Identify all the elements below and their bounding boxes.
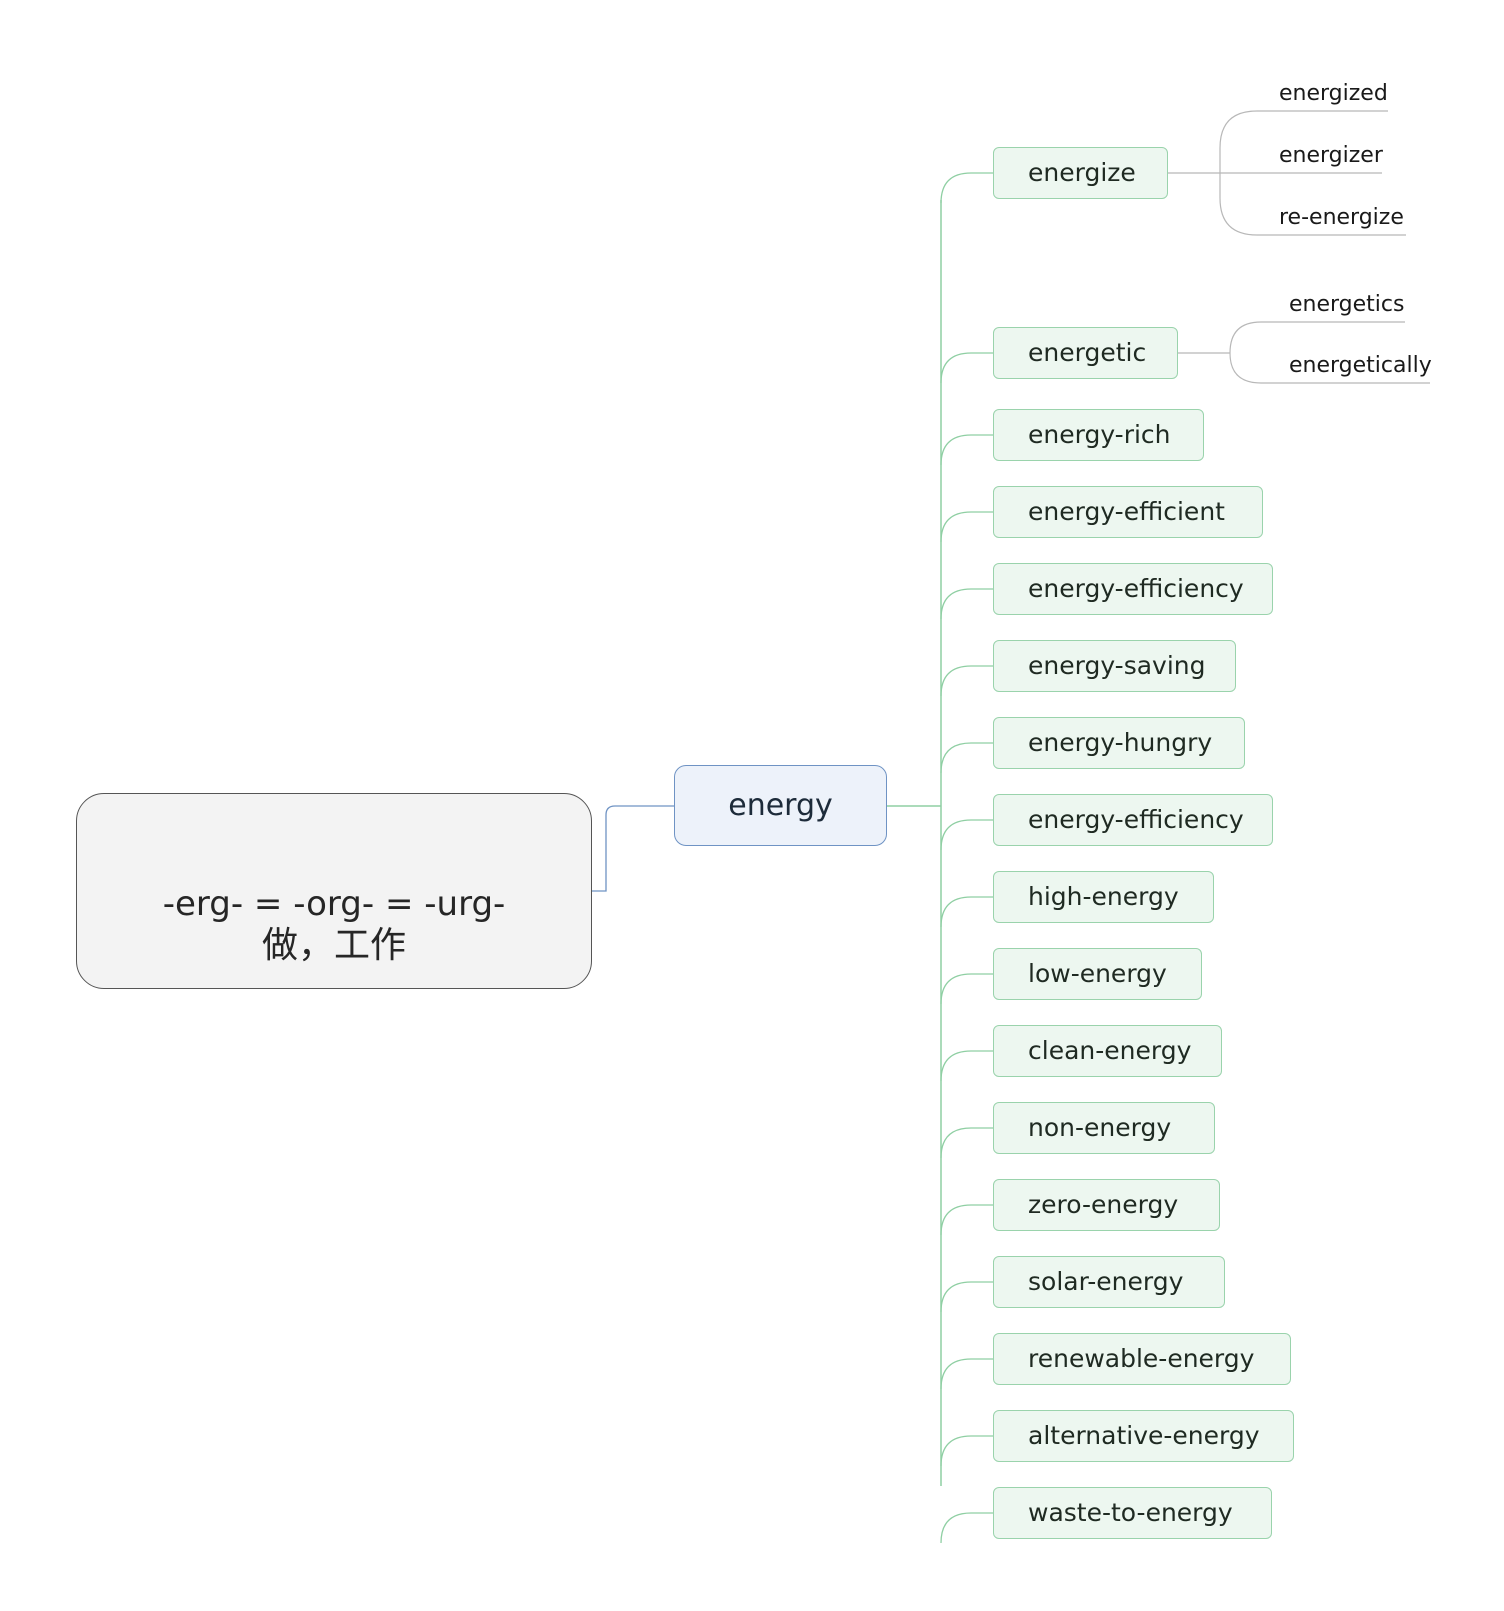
energetic-leaf-lines [1178,321,1430,384]
branch-connector-line [940,434,993,466]
branch-connector-line [940,1281,993,1313]
branch-connector-line [940,1358,993,1390]
leaf-node-energized[interactable]: energized [1279,81,1388,106]
branch-node-renewable-energy[interactable]: renewable-energy [993,1333,1291,1385]
branch-node-solar-energy[interactable]: solar-energy [993,1256,1225,1308]
branch-connector-line [940,172,993,204]
branch-node-alternative-energy[interactable]: alternative-energy [993,1410,1294,1462]
root-topic-meaning: 做，工作 [261,925,406,966]
energize-leaf-lines [1168,110,1406,236]
branch-connector-line [940,896,993,928]
branch-connector-line [940,665,993,697]
branch-connector-line [940,1204,993,1236]
central-topic-energy[interactable]: energy [674,765,887,846]
branch-connector-line [940,1512,993,1544]
branch-node-low-energy[interactable]: low-energy [993,948,1202,1000]
branch-connector-line [940,352,993,384]
branch-node-energize[interactable]: energize [993,147,1168,199]
branch-connector-line [940,819,993,851]
branch-connector-line [940,742,993,774]
branch-node-energy-efficiency-2[interactable]: energy-efficiency [993,794,1273,846]
branch-connector-line [940,1127,993,1159]
root-topic[interactable]: -erg- = -org- = -urg- 做，工作 [76,793,592,989]
branch-node-energy-efficient[interactable]: energy-efficient [993,486,1263,538]
leaf-node-energizer[interactable]: energizer [1279,143,1383,168]
branch-curves [940,172,993,1544]
branch-node-energetic[interactable]: energetic [993,327,1178,379]
branch-node-energy-rich[interactable]: energy-rich [993,409,1204,461]
branch-node-non-energy[interactable]: non-energy [993,1102,1215,1154]
branch-node-waste-to-energy[interactable]: waste-to-energy [993,1487,1272,1539]
branch-connector-line [940,1050,993,1082]
branch-node-energy-hungry[interactable]: energy-hungry [993,717,1245,769]
leaf-node-re-energize[interactable]: re-energize [1279,205,1404,230]
branch-node-energy-saving[interactable]: energy-saving [993,640,1236,692]
leaf-node-energetically[interactable]: energetically [1289,353,1432,378]
branch-connector-line [940,511,993,543]
branch-node-high-energy[interactable]: high-energy [993,871,1214,923]
root-topic-roots: -erg- = -org- = -urg- [162,884,506,924]
root-to-center-line [592,805,674,892]
branch-node-zero-energy[interactable]: zero-energy [993,1179,1220,1231]
branch-connector-line [940,1435,993,1467]
branch-node-clean-energy[interactable]: clean-energy [993,1025,1222,1077]
branch-connector-line [940,973,993,1005]
branch-node-energy-efficiency[interactable]: energy-efficiency [993,563,1273,615]
leaf-node-energetics[interactable]: energetics [1289,292,1405,317]
branch-connector-line [940,588,993,620]
